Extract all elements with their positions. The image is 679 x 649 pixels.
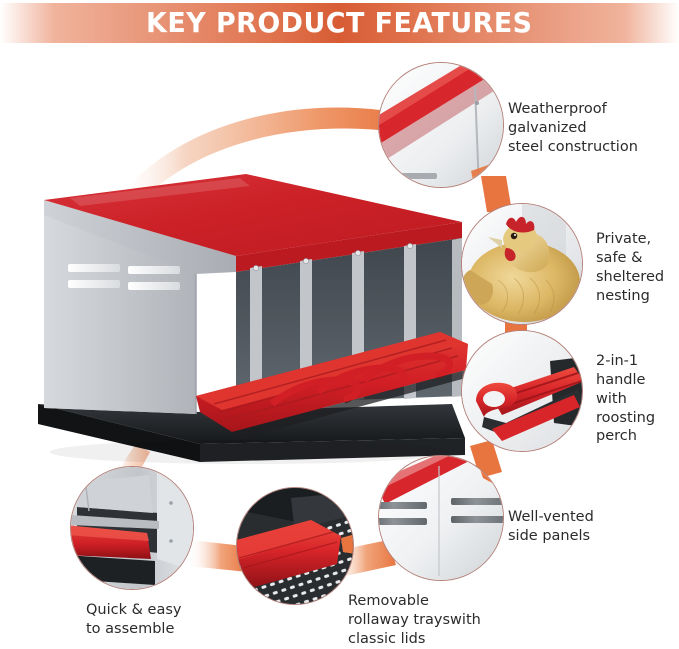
callout-image-private-nesting — [461, 203, 583, 325]
callout-label-handle-perch: 2-in-1 handle with roosting perch — [596, 353, 656, 445]
callout-image-weatherproof — [378, 62, 504, 188]
callout-image-rollaway-trays — [236, 487, 354, 605]
tray-handle-loops — [269, 352, 453, 407]
vent-slots-left-2 — [128, 266, 180, 290]
tray-rib-lines — [213, 339, 459, 421]
vent-slots-left — [68, 264, 120, 288]
product-nesting-compartments — [236, 238, 462, 404]
compartment-dividers — [250, 238, 462, 404]
callout-image-quick-assembly — [70, 466, 194, 590]
callout-image-handle-perch — [461, 330, 583, 452]
callout-label-rollaway-trays: Removable rollaway trayswith classic lid… — [348, 593, 481, 647]
callout-label-private-nesting: Private, safe & sheltered nesting — [596, 231, 665, 304]
vent-slot-group — [379, 498, 503, 525]
header-banner: KEY PRODUCT FEATURES — [0, 3, 679, 43]
roof-fastener-screws — [253, 243, 413, 271]
product-rollaway-tray — [196, 332, 468, 440]
callout-label-quick-assembly: Quick & easy to assemble — [86, 602, 182, 637]
page-title: KEY PRODUCT FEATURES — [146, 6, 533, 39]
callout-label-vented-panels: Well-vented side panels — [508, 509, 594, 544]
callout-label-weatherproof: Weatherproof galvanized steel constructi… — [508, 101, 638, 155]
product-left-side-panel — [44, 200, 236, 414]
connector-ribbon-roof — [113, 107, 403, 213]
product-ground-shadow — [50, 440, 450, 464]
product-base — [38, 404, 465, 462]
product-roof — [44, 174, 462, 272]
callout-image-vented-panels — [378, 455, 504, 581]
